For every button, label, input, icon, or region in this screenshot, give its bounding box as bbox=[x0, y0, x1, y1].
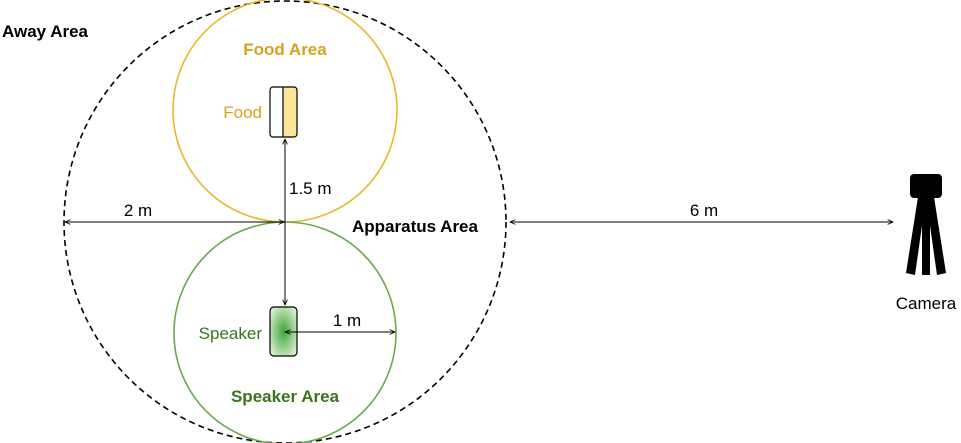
speaker-area-label: Speaker Area bbox=[231, 387, 340, 406]
speaker-label: Speaker bbox=[199, 324, 263, 343]
apparatus-area-circle bbox=[63, 0, 507, 443]
camera-distance: 6 m bbox=[690, 201, 718, 220]
apparatus-radius-distance: 2 m bbox=[124, 201, 152, 220]
food-label: Food bbox=[223, 103, 262, 122]
food-speaker-distance: 1.5 m bbox=[289, 179, 332, 198]
food-area-label: Food Area bbox=[243, 40, 327, 59]
camera-label: Camera bbox=[896, 294, 957, 313]
apparatus-area-label: Apparatus Area bbox=[352, 217, 479, 236]
food-box bbox=[269, 86, 298, 138]
camera-icon bbox=[906, 174, 946, 275]
away-area-label: Away Area bbox=[2, 22, 89, 41]
speaker-radius-distance: 1 m bbox=[333, 311, 361, 330]
